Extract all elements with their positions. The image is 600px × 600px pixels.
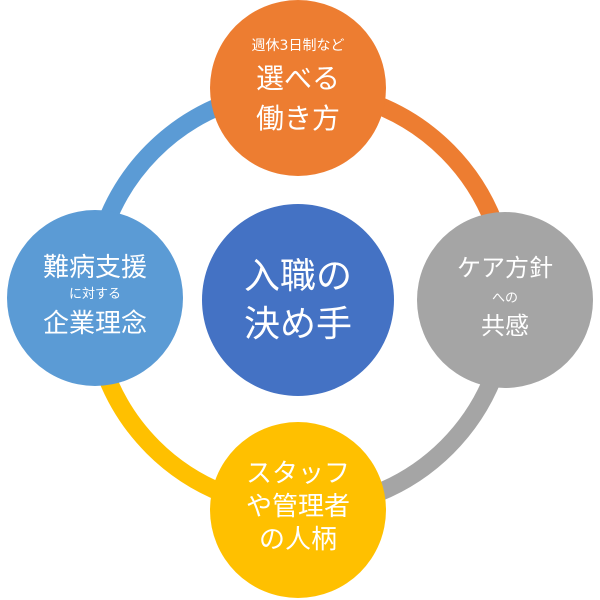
left-line-1: 難病支援 [43,253,147,283]
bottom-circle [210,422,386,598]
right-line-2: 共感 [481,312,529,340]
top-line-2: 働き方 [256,102,340,135]
center-line-2: 決め手 [244,304,352,345]
bottom-line-3: の人柄 [259,525,337,555]
right-line-1: ケア方針 [457,254,553,282]
right-small: への [492,291,518,306]
top-small: 週休3日制など [252,38,345,54]
center-line-1: 入職の [244,256,352,297]
left-circle [7,210,183,386]
center-circle [202,204,394,396]
top-circle [210,0,386,176]
top-line-1: 選べる [256,62,340,95]
right-circle [417,212,593,388]
bottom-line-1: スタッフ [246,459,350,489]
left-small: に対する [69,287,121,302]
left-line-2: 企業理念 [43,309,147,339]
bottom-line-2: や管理者 [246,492,350,522]
